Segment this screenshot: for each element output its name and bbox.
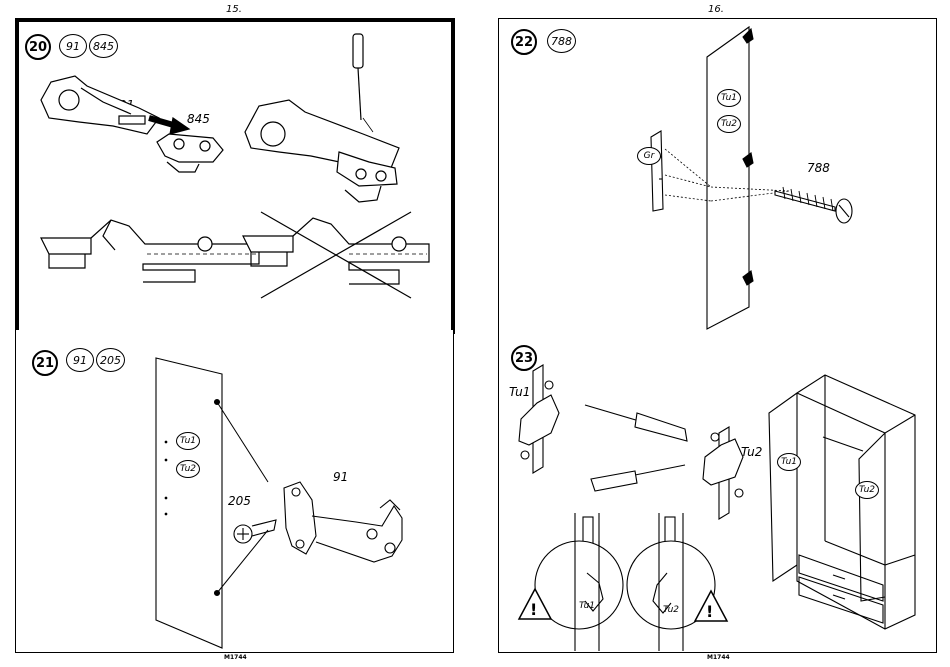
step-21-illustration <box>16 330 453 652</box>
gr-tag: Gr <box>637 147 661 165</box>
left-footer-code: M1744 <box>224 654 247 661</box>
step-20-panel: 20 91 845 91 845 <box>15 18 455 334</box>
detail-tag: Tu2 <box>663 605 679 615</box>
right-page-number: 16. <box>708 4 724 15</box>
step-21-panel: 21 91 205 Tu1 Tu2 205 91 <box>15 330 454 653</box>
door-tag: Tu2 <box>176 460 200 478</box>
svg-text:!: ! <box>530 600 537 619</box>
part-label-788: 788 <box>807 161 830 175</box>
door-tag: Tu1 <box>717 89 741 107</box>
step-20-illustration <box>19 22 451 330</box>
part-label-91: 91 <box>333 470 348 484</box>
door-tag: Tu1 <box>176 432 200 450</box>
svg-text:!: ! <box>706 602 713 621</box>
step-23-panel: 23 Tu1 Tu2 <box>498 333 937 653</box>
part-label-205: 205 <box>228 494 251 508</box>
left-page-number: 15. <box>226 4 242 15</box>
right-footer-code: M1744 <box>707 654 730 661</box>
step-22-illustration <box>499 19 936 334</box>
door-tag: Tu2 <box>855 481 879 499</box>
step-22-panel: 22 788 <box>498 18 937 335</box>
door-tag: Tu2 <box>717 115 741 133</box>
door-tag: Tu1 <box>777 453 801 471</box>
detail-tag: Tu1 <box>579 601 595 611</box>
